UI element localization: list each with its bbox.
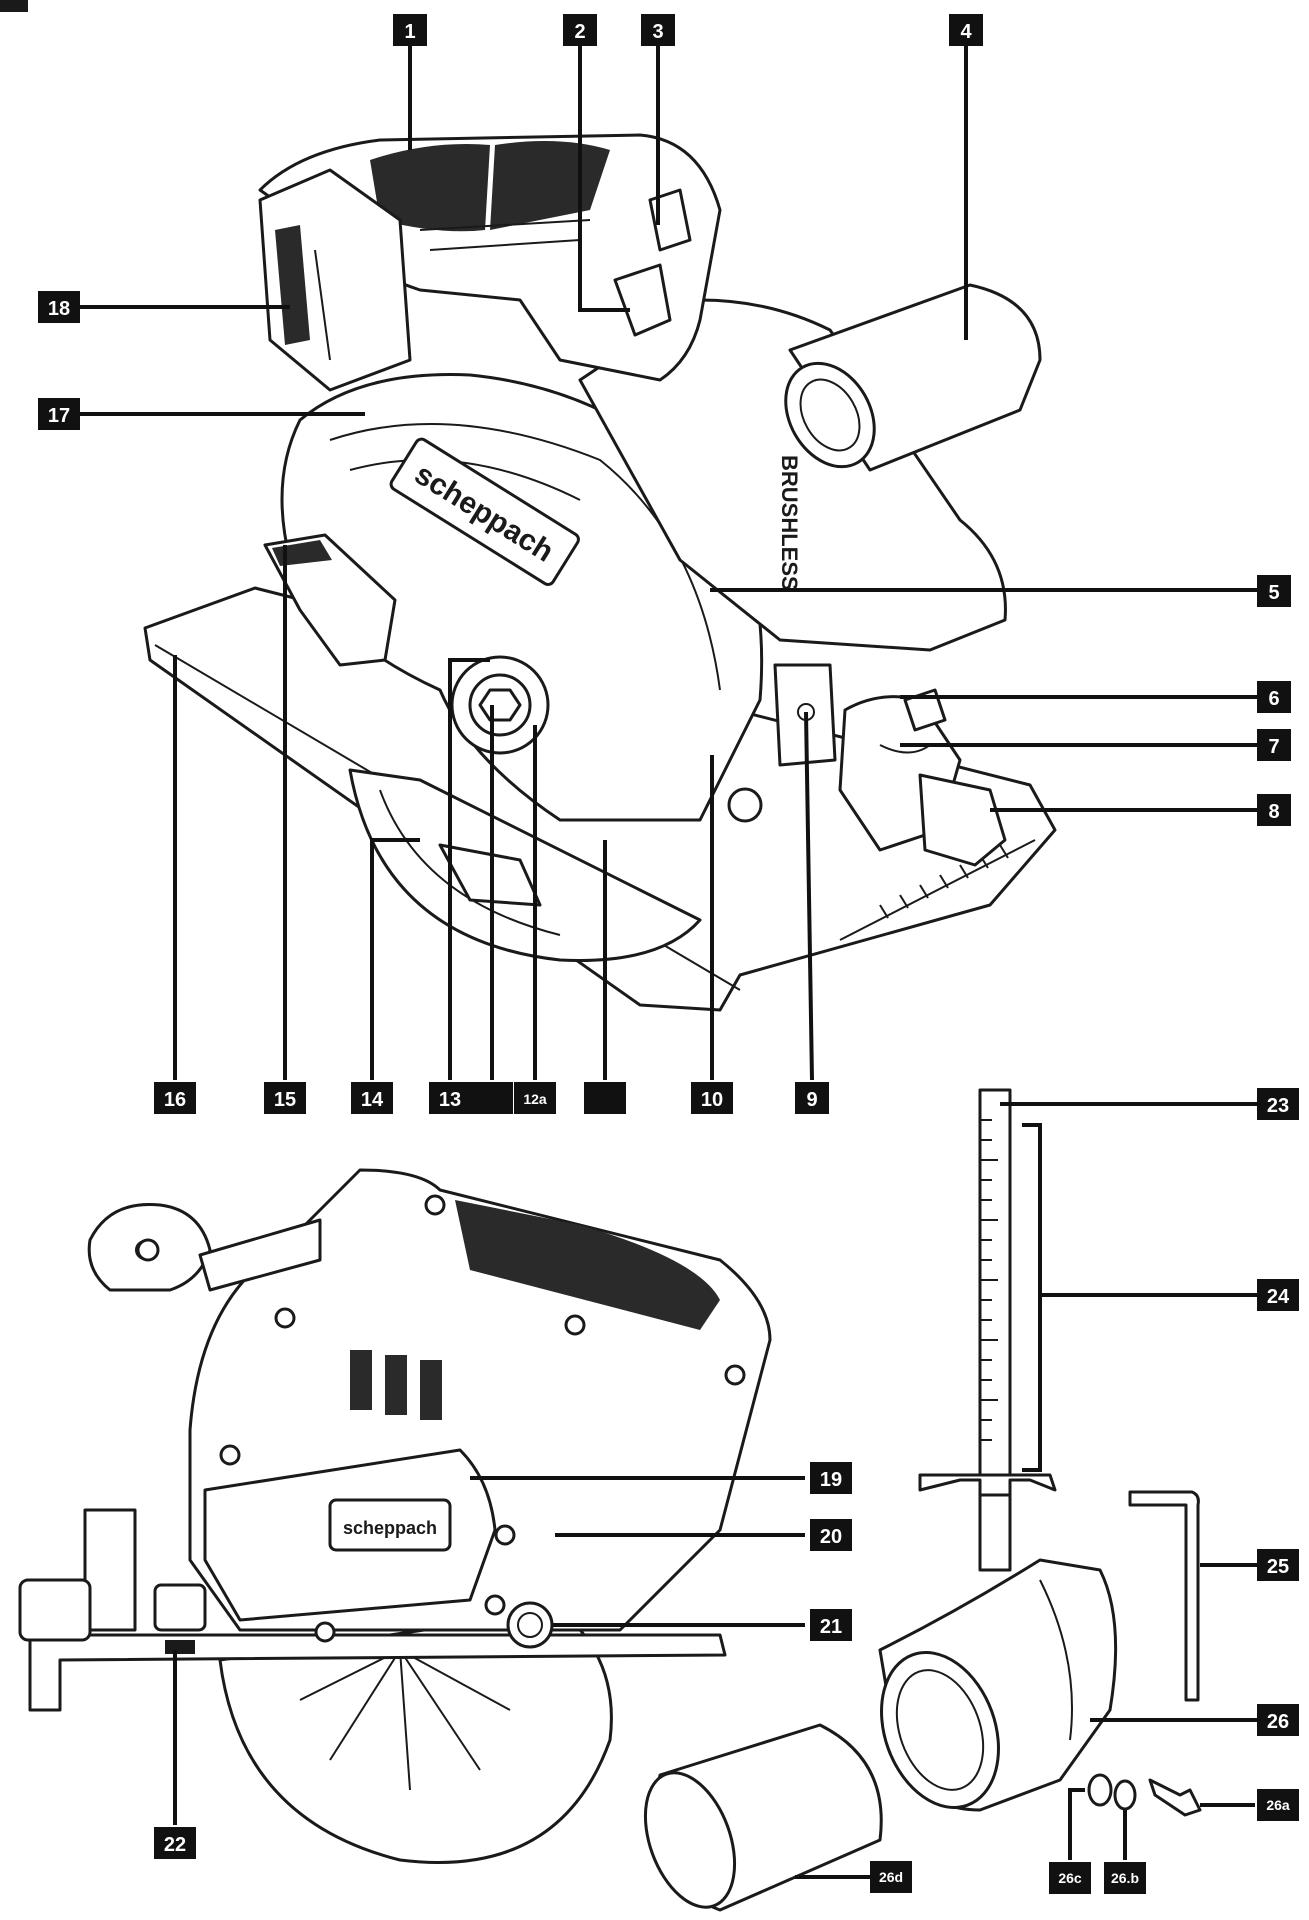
rear-bevel-knob: [18, 1508, 207, 1642]
label-9: 9: [795, 1082, 829, 1114]
label-17: 17: [38, 398, 80, 430]
svg-text:20: 20: [820, 1526, 842, 1548]
trigger-switch: [613, 263, 672, 337]
adapter-hardware: [1087, 1773, 1202, 1817]
svg-text:26a: 26a: [1266, 1797, 1290, 1813]
svg-text:14: 14: [361, 1089, 384, 1111]
label-8: 8: [1257, 794, 1291, 826]
label-14: 14: [351, 1082, 393, 1114]
rear-logo-text: scheppach: [343, 1518, 437, 1538]
svg-text:23: 23: [1267, 1095, 1289, 1117]
rear-grip: [455, 1200, 720, 1330]
dust-adapter: [878, 1558, 1118, 1812]
corner-mark: [0, 0, 28, 12]
hose-sleeve: [643, 1723, 883, 1912]
svg-text:22: 22: [164, 1834, 186, 1856]
label-18: 18: [38, 291, 80, 323]
svg-text:26: 26: [1267, 1711, 1289, 1733]
lower-leaders: [173, 1476, 805, 1825]
label-22: 22: [154, 1827, 196, 1859]
label-21: 21: [810, 1609, 852, 1641]
label-13: 13: [429, 1082, 471, 1114]
label-4: 4: [949, 14, 983, 46]
label-3: 3: [641, 14, 675, 46]
svg-text:3: 3: [652, 21, 663, 43]
blade-flange: [450, 655, 550, 755]
label-2: 2: [563, 14, 597, 46]
svg-text:12a: 12a: [523, 1091, 547, 1107]
saw-blade: [348, 768, 702, 962]
label-12: [471, 1082, 513, 1114]
svg-text:5: 5: [1268, 582, 1279, 604]
label-26: 26: [1257, 1704, 1299, 1736]
svg-text:10: 10: [701, 1089, 723, 1111]
svg-text:8: 8: [1268, 801, 1279, 823]
svg-text:26.b: 26.b: [1111, 1870, 1139, 1886]
housing-screws: [136, 1194, 746, 1643]
rear-blade: [218, 1608, 613, 1864]
svg-text:15: 15: [274, 1089, 296, 1111]
label-5: 5: [1257, 575, 1291, 607]
label-26b: 26.b: [1104, 1862, 1146, 1894]
saw-rear-view: scheppach: [18, 1168, 772, 1864]
svg-text:6: 6: [1268, 688, 1279, 710]
upper-leaders: [80, 40, 1260, 1081]
label-12a: 12a: [514, 1082, 556, 1114]
parallel-guide: [918, 1088, 1057, 1572]
label-11: [584, 1082, 626, 1114]
guide-fence-slot: [165, 1640, 195, 1654]
allen-key: [1128, 1490, 1200, 1702]
plate-scale: [879, 844, 1009, 919]
label-19: 19: [810, 1462, 852, 1494]
rear-brand-plate: scheppach: [203, 1448, 497, 1622]
label-10: 10: [691, 1082, 733, 1114]
brushless-text: BRUSHLESS: [777, 455, 802, 591]
svg-text:26c: 26c: [1058, 1870, 1082, 1886]
svg-text:25: 25: [1267, 1556, 1289, 1578]
label-15: 15: [264, 1082, 306, 1114]
svg-text:21: 21: [820, 1616, 842, 1638]
label-25: 25: [1257, 1549, 1299, 1581]
svg-text:7: 7: [1268, 736, 1279, 758]
label-1: 1: [393, 14, 427, 46]
svg-text:26d: 26d: [879, 1869, 903, 1885]
svg-text:9: 9: [806, 1089, 817, 1111]
svg-text:24: 24: [1267, 1286, 1290, 1308]
label-23: 23: [1257, 1088, 1299, 1120]
vents: [350, 1350, 442, 1420]
svg-text:2: 2: [574, 21, 585, 43]
label-26c: 26c: [1049, 1862, 1091, 1894]
dust-extraction-port: [784, 283, 1042, 472]
rear-base-plate: [28, 1633, 727, 1712]
battery-pack: [258, 168, 412, 392]
svg-text:17: 17: [48, 405, 70, 427]
bevel-adjustment: [838, 688, 1007, 867]
label-6: 6: [1257, 681, 1291, 713]
svg-text:4: 4: [960, 21, 972, 43]
front-handle-knob: [263, 533, 397, 667]
label-26a: 26a: [1257, 1789, 1299, 1821]
svg-text:13: 13: [439, 1089, 461, 1111]
base-screw: [727, 787, 763, 823]
saw-front-view: scheppach BRUSHLESS: [143, 133, 1057, 1012]
label-16: 16: [154, 1082, 196, 1114]
svg-text:18: 18: [48, 298, 70, 320]
svg-text:1: 1: [404, 21, 415, 43]
label-7: 7: [1257, 729, 1291, 761]
motor-housing: [578, 298, 1007, 652]
svg-text:16: 16: [164, 1089, 186, 1111]
svg-text:19: 19: [820, 1469, 842, 1491]
label-24: 24: [1257, 1279, 1299, 1311]
label-20: 20: [810, 1519, 852, 1551]
spindle-lock: [506, 1601, 554, 1649]
label-26d: 26d: [870, 1861, 912, 1893]
